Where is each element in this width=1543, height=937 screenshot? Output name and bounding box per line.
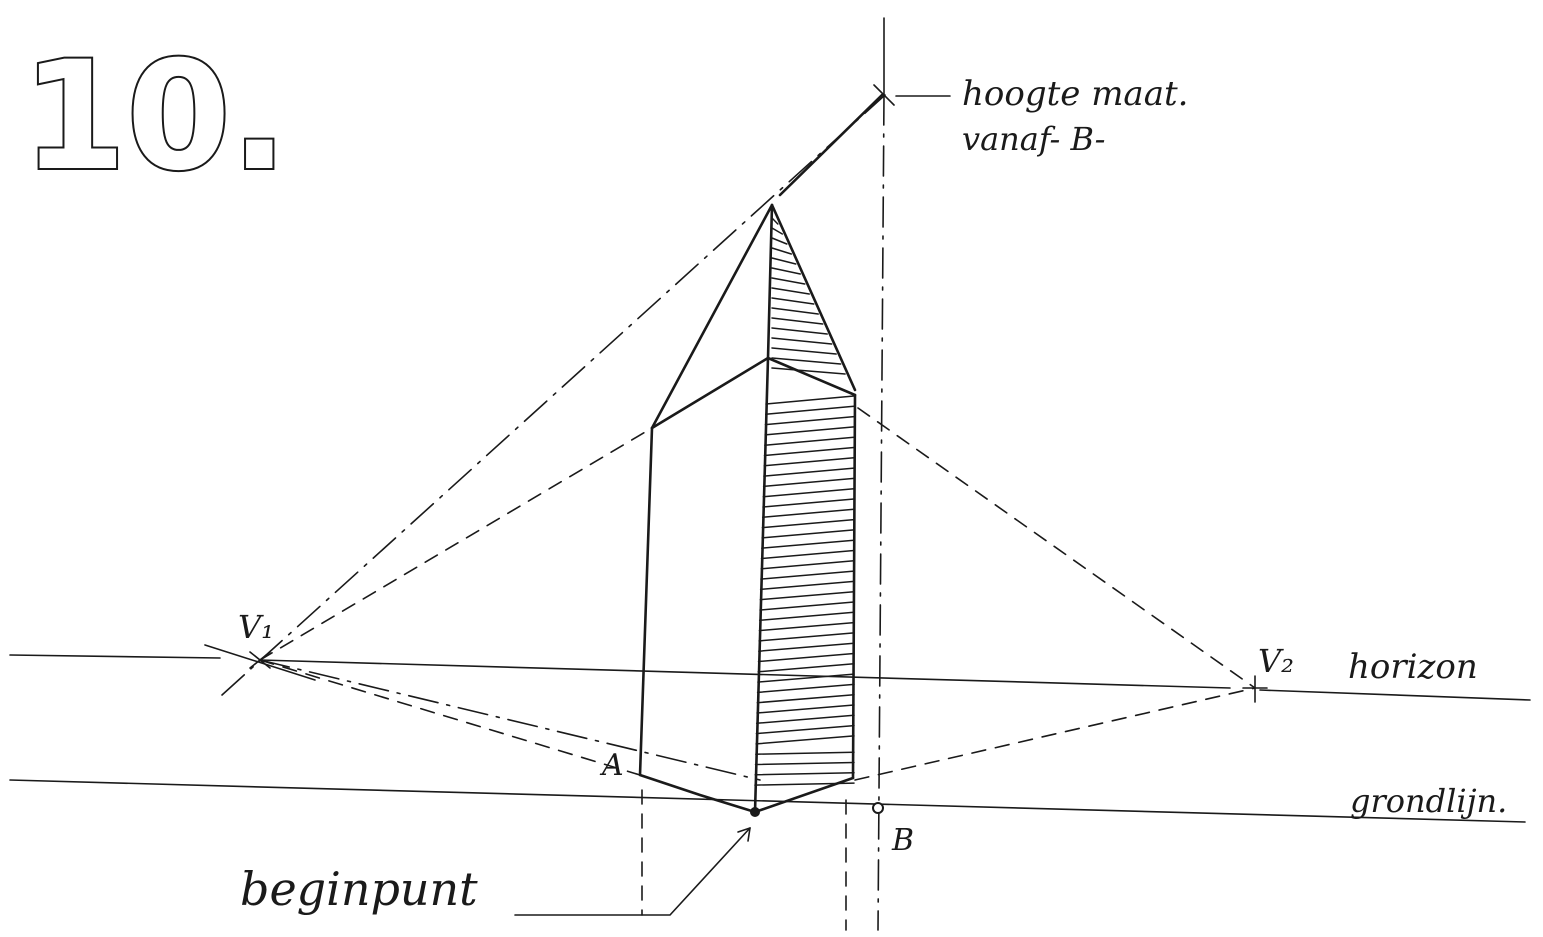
roof-hatching (771, 217, 846, 375)
ground-line-label: grondlijn. (1350, 782, 1507, 820)
ground-line (9, 779, 1526, 823)
measuring-line-b (877, 17, 885, 931)
start-point-label: beginpunt (240, 862, 478, 916)
v1-label: V₁ (238, 608, 274, 646)
v2-label: V₂ (1258, 642, 1294, 680)
v1-marker (249, 651, 271, 669)
horizon-label: horizon (1348, 647, 1478, 687)
wall-hatching (754, 395, 855, 786)
construction-lines-v1 (204, 94, 886, 781)
vanishing-lines (259, 407, 1256, 931)
v2-marker (1242, 675, 1268, 703)
point-b-marker (872, 802, 884, 814)
height-measure-sublabel: vanaf- B- (962, 120, 1105, 158)
point-b-label: B (891, 823, 914, 858)
building (638, 93, 884, 814)
figure-number: 10. (22, 30, 288, 204)
height-measure-label: hoogte maat. (962, 74, 1188, 114)
start-point-pointer (514, 807, 760, 916)
horizon-line (9, 654, 1531, 701)
height-measure-marker (873, 84, 951, 106)
point-a-label: A (599, 748, 624, 783)
